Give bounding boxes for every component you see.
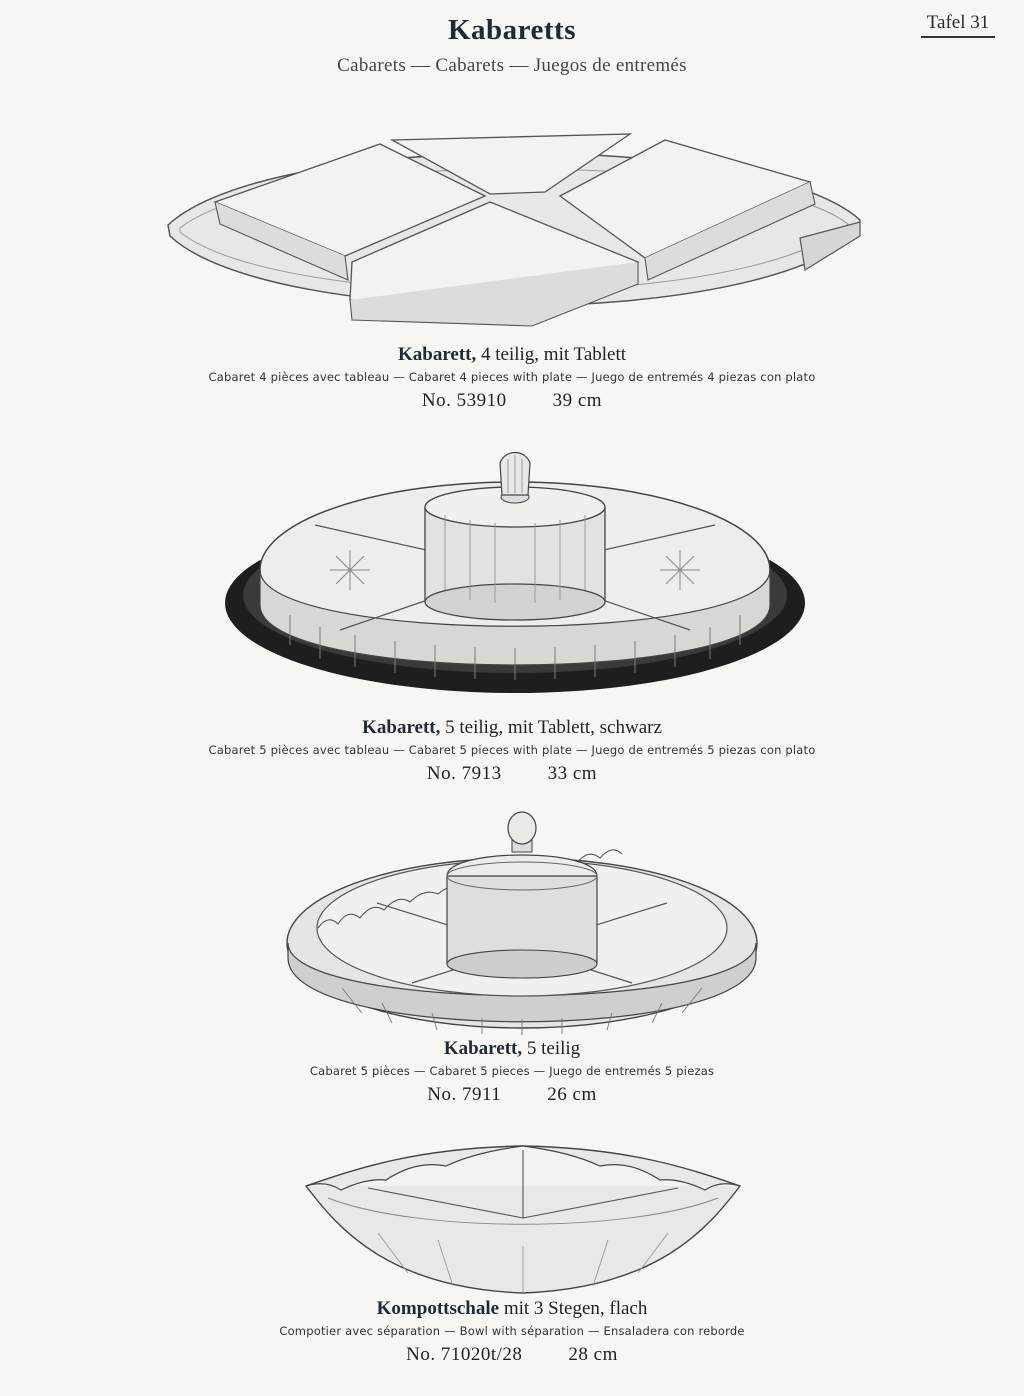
item-translations: Cabaret 5 pièces avec tableau — Cabaret … bbox=[208, 743, 816, 757]
compote-bowl-illustration bbox=[304, 1145, 742, 1294]
page-subtitle: Cabarets — Cabarets — Juegos de entremés bbox=[337, 55, 687, 76]
cabaret-5-part-illustration bbox=[286, 811, 758, 1035]
item-caption-1: Kabarett, 4 teilig, mit Tablett Cabaret … bbox=[0, 344, 1024, 412]
item-caption-2: Kabarett, 5 teilig, mit Tablett, schwarz… bbox=[0, 717, 1024, 785]
item-caption-4: Kompottschale mit 3 Stegen, flach Compot… bbox=[0, 1298, 1024, 1366]
item-caption-3: Kabarett, 5 teilig Cabaret 5 pièces — Ca… bbox=[0, 1038, 1024, 1106]
item-name: Kabarett, 5 teilig, mit Tablett, schwarz bbox=[362, 717, 662, 738]
cabaret-4-part-illustration bbox=[167, 133, 861, 327]
item-name: Kabarett, 5 teilig bbox=[443, 1038, 581, 1059]
item-translations: Cabaret 4 pièces avec tableau — Cabaret … bbox=[208, 370, 816, 384]
item-name: Kompottschale mit 3 Stegen, flach bbox=[376, 1298, 648, 1319]
item-translations: Cabaret 5 pièces — Cabaret 5 pieces — Ju… bbox=[309, 1064, 715, 1078]
plate-label: Tafel 31 bbox=[921, 12, 995, 38]
item-translations: Compotier avec séparation — Bowl with sé… bbox=[279, 1324, 745, 1338]
page-title: Kabaretts bbox=[447, 14, 576, 46]
item-name: Kabarett, 4 teilig, mit Tablett bbox=[397, 344, 627, 365]
cabaret-5-part-black-tray-illustration bbox=[225, 451, 805, 693]
